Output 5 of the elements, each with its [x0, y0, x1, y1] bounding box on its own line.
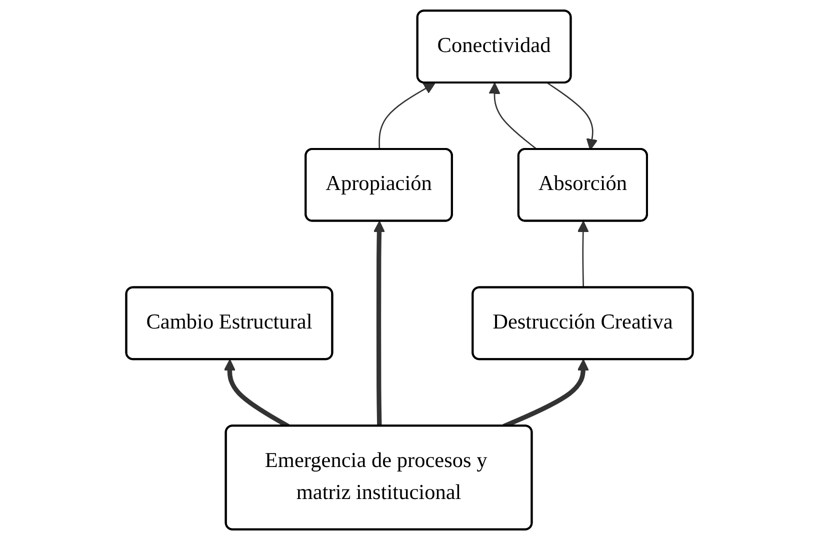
- arrow: [488, 82, 538, 150]
- arrow: [378, 82, 436, 150]
- arrow: [547, 82, 598, 150]
- arrow: [373, 220, 386, 426]
- arrow: [577, 220, 589, 288]
